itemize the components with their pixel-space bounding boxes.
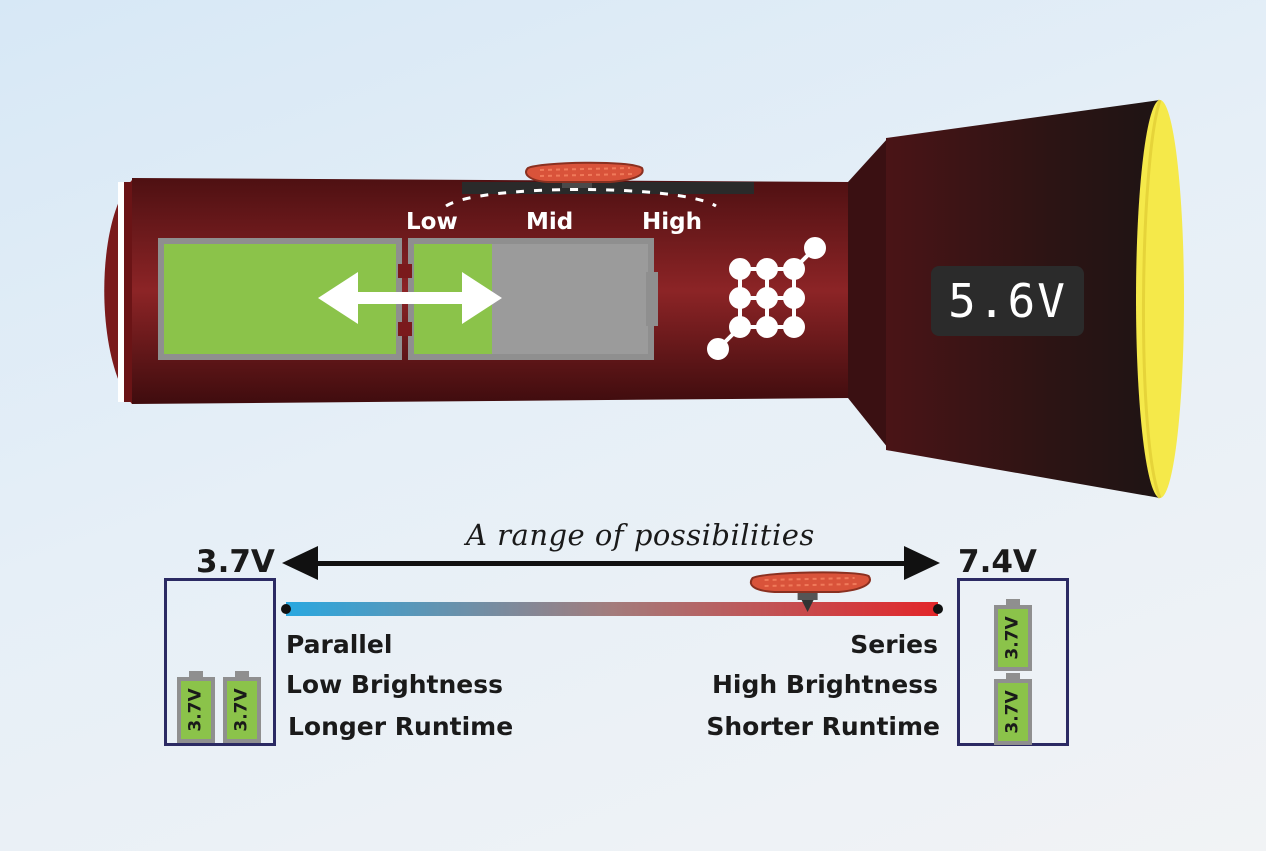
left-voltage-label: 3.7V xyxy=(196,544,275,580)
slider-switch-icon[interactable] xyxy=(525,161,644,188)
range-gradient-bar xyxy=(286,602,938,616)
range-title: A range of possibilities xyxy=(466,518,815,552)
circuit-icon xyxy=(707,237,826,360)
range-arrow xyxy=(282,546,940,580)
battery-cell: 3.7V xyxy=(177,671,215,743)
battery-cell: 3.7V xyxy=(223,671,261,743)
parallel-battery-pack: 3.7V 3.7V xyxy=(164,578,276,746)
low-brightness-label: Low Brightness xyxy=(286,670,504,699)
switch-arc-ticks xyxy=(445,188,717,208)
double-arrow-icon xyxy=(318,272,502,324)
series-label: Series xyxy=(850,630,938,659)
longer-runtime-label: Longer Runtime xyxy=(288,712,514,741)
shorter-runtime-label: Shorter Runtime xyxy=(706,712,940,741)
range-end-dot xyxy=(933,604,943,614)
parallel-label: Parallel xyxy=(286,630,393,659)
right-voltage-label: 7.4V xyxy=(958,544,1037,580)
battery-window xyxy=(158,238,658,360)
cell-label: 3.7V xyxy=(1003,690,1023,734)
switch-label-low: Low xyxy=(406,209,458,235)
voltage-display: 5.6V xyxy=(931,266,1084,336)
flashlight-head xyxy=(848,138,888,448)
battery-cell: 3.7V xyxy=(994,599,1032,671)
range-start-dot xyxy=(281,604,291,614)
range-slider-knob[interactable] xyxy=(749,571,871,612)
battery-cell: 3.7V xyxy=(994,673,1032,745)
switch-label-high: High xyxy=(642,209,702,235)
cell-label: 3.7V xyxy=(232,688,252,732)
cell-label: 3.7V xyxy=(1003,616,1023,660)
series-battery-pack: 3.7V 3.7V xyxy=(957,578,1069,746)
cell-label: 3.7V xyxy=(186,688,206,732)
switch-label-mid: Mid xyxy=(526,209,573,235)
high-brightness-label: High Brightness xyxy=(711,670,938,699)
